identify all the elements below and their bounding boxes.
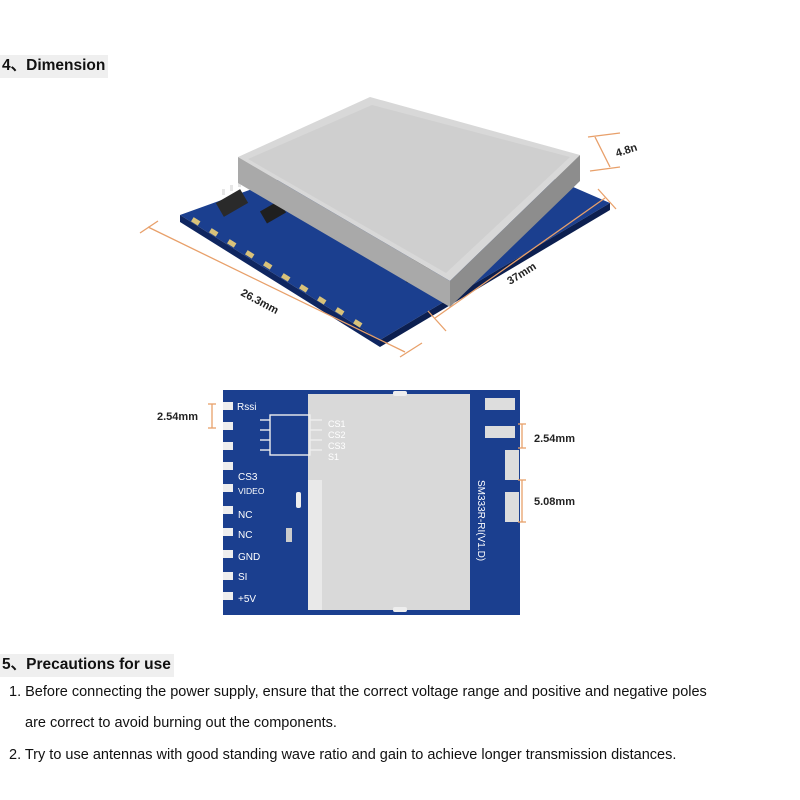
shield-cutout	[308, 480, 322, 610]
silk-cs1: CS1	[328, 419, 346, 429]
shield-side-left	[238, 157, 450, 307]
silk-s1: SI	[238, 572, 247, 583]
silk-s1-small: S1	[328, 452, 339, 462]
silk-cs3-small: CS3	[328, 441, 346, 451]
silk-nc-2: NC	[238, 530, 252, 541]
small-pad	[286, 528, 292, 542]
precaution-item-1-line-1: 1. Before connecting the power supply, e…	[9, 684, 707, 700]
silk-model: SM333R-RI(V1.D)	[475, 480, 486, 561]
right-gap-label: 5.08mm	[534, 496, 575, 508]
precautions-heading: 5、Precautions for use	[0, 654, 174, 677]
chip-component	[215, 189, 249, 217]
width-dimension-label: 26.3mm	[239, 287, 281, 317]
pcb-diagram: Rssi CS1 CS2 CS3 S1 CS3 VIDEO NC NC GND …	[157, 390, 575, 615]
left-pins	[223, 402, 233, 600]
shield-area	[308, 394, 470, 610]
right-pitch-label: 2.54mm	[534, 433, 575, 445]
precaution-item-2: 2. Try to use antennas with good standin…	[9, 747, 677, 763]
silk-video: VIDEO	[238, 486, 265, 496]
shield-top-highlight	[248, 105, 570, 273]
pcb-edge-left	[180, 215, 380, 347]
shield-slot-top	[393, 391, 407, 396]
silk-cs2: CS2	[328, 430, 346, 440]
height-dimension-label: 4.8n	[614, 142, 639, 160]
silk-5v: +5V	[238, 594, 256, 605]
small-slot	[296, 492, 301, 508]
precaution-item-1-line-2: are correct to avoid burning out the com…	[25, 715, 337, 731]
silk-rssi: Rssi	[237, 402, 256, 413]
silk-cs3: CS3	[238, 472, 258, 483]
ic-footprint	[260, 414, 322, 456]
pitch-markers	[208, 403, 526, 523]
shield-slot-bottom	[393, 607, 407, 612]
module-photo: 26.3mm 37mm 4.8n	[139, 97, 639, 358]
dimension-lines	[139, 132, 621, 358]
right-pads	[485, 398, 519, 522]
silk-gnd: GND	[238, 552, 260, 563]
dimension-heading: 4、Dimension	[0, 55, 109, 78]
shield-side-right	[450, 155, 580, 307]
left-pitch-label: 2.54mm	[157, 411, 198, 423]
silk-nc-1: NC	[238, 510, 252, 521]
header-pins	[222, 181, 241, 195]
castellated-pads	[191, 217, 363, 328]
